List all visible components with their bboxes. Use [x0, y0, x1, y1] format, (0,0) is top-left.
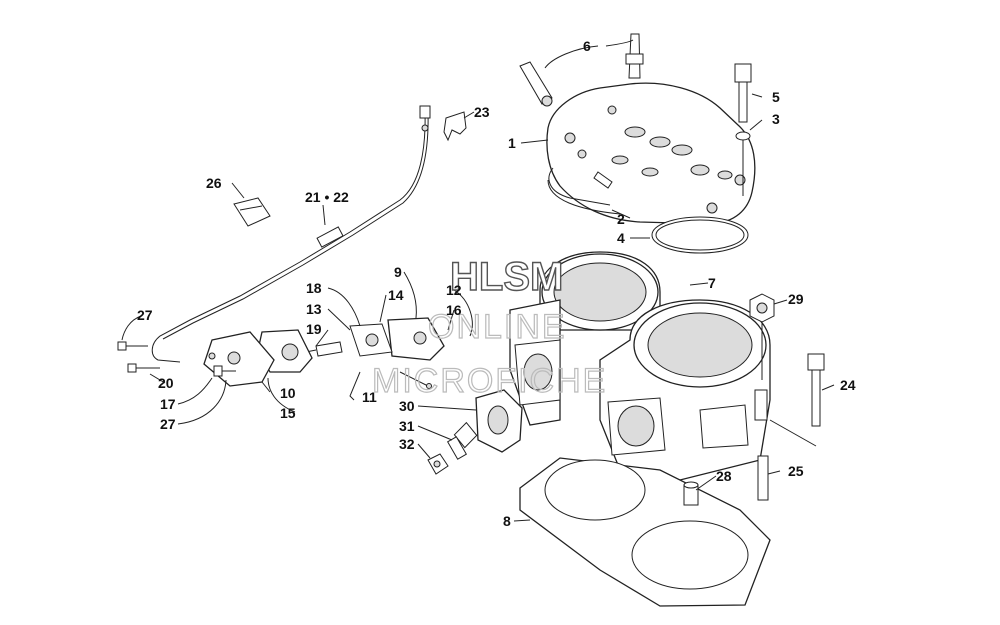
callout-28: 28: [716, 468, 732, 484]
callout-26: 26: [206, 175, 222, 191]
valve-cable: [151, 105, 431, 363]
callout-13: 13: [306, 301, 322, 317]
callout-32: 32: [399, 436, 415, 452]
watermark-line-3: MICROFICHE: [372, 362, 607, 400]
callout-17: 17: [160, 396, 176, 412]
callout-8: 8: [503, 513, 511, 529]
cap-screw: [734, 63, 752, 196]
exhaust-valve-assembly: [203, 317, 445, 389]
callout-labels: 1 2 3 4 5 6 7 8 9 10 11 12 13 14 15 16 1…: [137, 38, 856, 529]
callout-23: 23: [474, 104, 490, 120]
callout-27-bottom: 27: [160, 416, 176, 432]
callout-29: 29: [788, 291, 804, 307]
callout-31: 31: [399, 418, 415, 434]
callout-27-top: 27: [137, 307, 153, 323]
callout-18: 18: [306, 280, 322, 296]
spark-plugs: [519, 33, 644, 107]
callout-19: 19: [306, 321, 322, 337]
small-bolts: [117, 341, 236, 377]
callout-7: 7: [708, 275, 716, 291]
base-gasket: [519, 457, 771, 607]
exhaust-manifold-parts: [427, 389, 523, 475]
callout-6: 6: [583, 38, 591, 54]
head-gaskets: [547, 167, 749, 254]
callout-2: 2: [617, 211, 625, 227]
callout-14: 14: [388, 287, 404, 303]
callout-16: 16: [446, 302, 462, 318]
callout-15: 15: [280, 405, 296, 421]
callout-4: 4: [617, 230, 625, 246]
callout-1: 1: [508, 135, 516, 151]
callout-5: 5: [772, 89, 780, 105]
nut-and-stud: [749, 293, 825, 447]
callout-30: 30: [399, 398, 415, 414]
callout-12: 12: [446, 282, 462, 298]
callout-9: 9: [394, 264, 402, 280]
callout-3: 3: [772, 111, 780, 127]
callout-24: 24: [840, 377, 856, 393]
leader-lines: [121, 39, 835, 522]
cylinders: [509, 251, 771, 481]
dowel-and-stud: [683, 455, 769, 506]
watermark: HLSM ONLINE MICROFICHE: [371, 254, 607, 400]
cylinder-head: [546, 82, 756, 225]
clip-and-clamp: [233, 111, 467, 227]
watermark-line-1: HLSM: [450, 255, 563, 299]
callout-20: 20: [158, 375, 174, 391]
callout-11: 11: [362, 389, 377, 405]
callout-25: 25: [788, 463, 804, 479]
callout-10: 10: [280, 385, 296, 401]
watermark-line-2: ONLINE: [428, 308, 567, 346]
callout-21-22: 21 • 22: [305, 189, 349, 205]
